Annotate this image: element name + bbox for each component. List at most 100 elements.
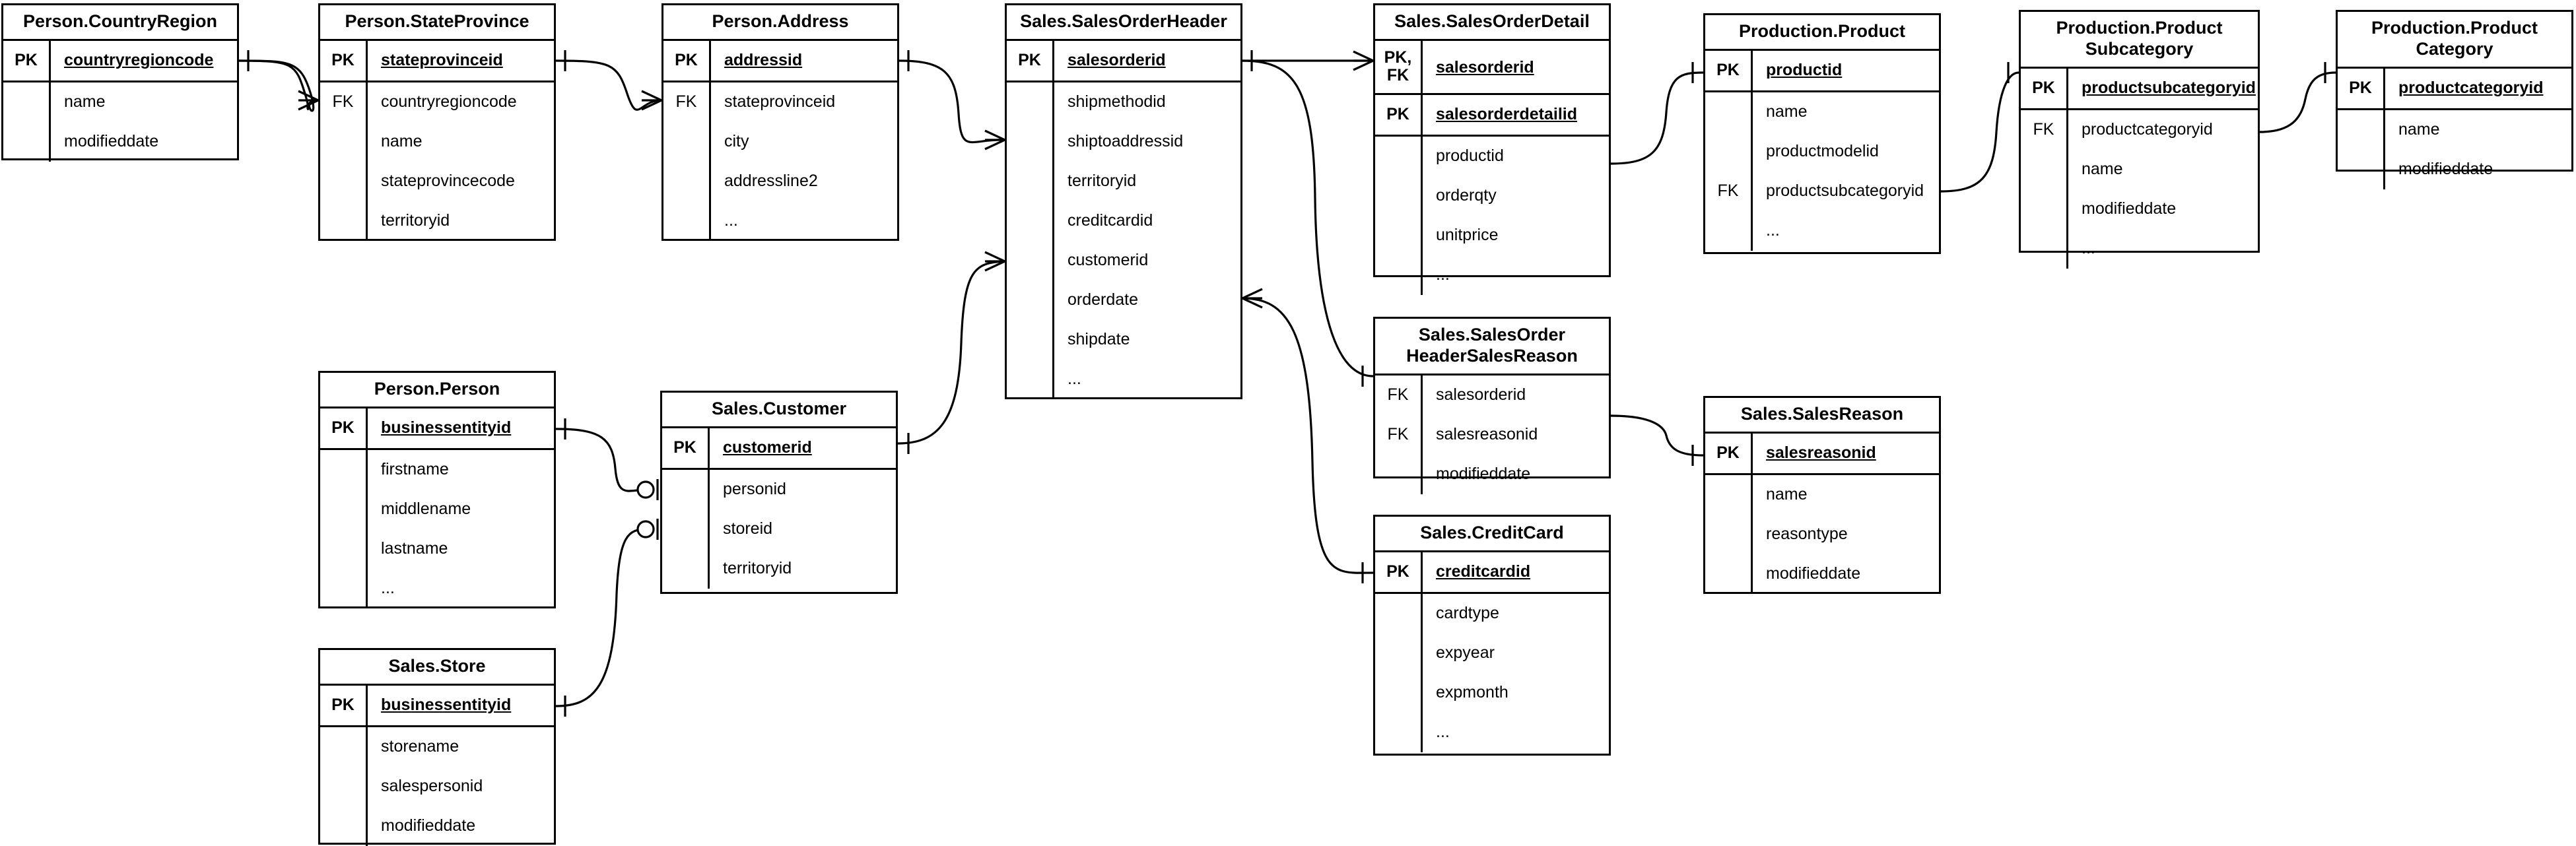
rel-countryregion-stateprovince (238, 50, 319, 112)
table-row[interactable]: orderqty (1375, 176, 1609, 216)
table-row[interactable]: middlename (320, 489, 554, 529)
key-badge (320, 568, 368, 608)
table-row[interactable]: FK stateprovinceid (663, 82, 897, 122)
table-row[interactable]: shipdate (1007, 319, 1240, 360)
table-row[interactable]: PK countryregioncode (3, 40, 237, 82)
table-row[interactable]: lastname (320, 529, 554, 569)
entity-person-person[interactable]: Person.Person PK businessentityid firstn… (318, 371, 556, 608)
table-row[interactable]: FK salesreasonid (1375, 414, 1609, 455)
entity-sales-salesorderdetail[interactable]: Sales.SalesOrderDetail PK, FK salesorder… (1373, 3, 1611, 295)
table-row[interactable]: FK productsubcategoryid (1705, 171, 1939, 211)
field-name: ... (1068, 370, 1081, 389)
table-row[interactable]: stateprovincecode (320, 161, 554, 201)
key-badge (2338, 110, 2385, 150)
field-name: expyear (1436, 643, 1495, 663)
entity-production-product[interactable]: Production.Product PK productid name pro… (1703, 13, 1941, 254)
entity-person-countryregion[interactable]: Person.CountryRegion PK countryregioncod… (1, 3, 239, 162)
entity-sales-salesorderheadersalesreason[interactable]: Sales.SalesOrder HeaderSalesReason FK sa… (1373, 317, 1611, 494)
table-row[interactable]: PK addressid (663, 40, 897, 82)
table-row[interactable]: ... (1375, 255, 1609, 295)
table-row[interactable]: name (1705, 474, 1939, 515)
table-row[interactable]: PK salesorderid (1007, 40, 1240, 82)
table-row[interactable]: city (663, 121, 897, 162)
table-row[interactable]: storename (320, 727, 554, 767)
entity-sales-creditcard[interactable]: Sales.CreditCard PK creditcardid cardtyp… (1373, 515, 1611, 756)
key-badge (1375, 255, 1423, 295)
table-row[interactable]: modifieddate (2021, 189, 2258, 229)
table-row[interactable]: PK salesorderdetailid (1375, 94, 1609, 137)
table-row[interactable]: reasontype (1705, 514, 1939, 554)
table-row[interactable]: modifieddate (3, 121, 237, 162)
table-row[interactable]: ... (1007, 359, 1240, 399)
table-row[interactable]: productid (1375, 136, 1609, 176)
entity-sales-store[interactable]: Sales.Store PK businessentityid storenam… (318, 648, 556, 846)
table-row[interactable]: ... (1375, 712, 1609, 752)
field-name: ... (724, 211, 738, 230)
table-row[interactable]: ... (320, 568, 554, 608)
entity-production-productcategory[interactable]: Production.Product Category PK productca… (2336, 10, 2573, 189)
table-row[interactable]: FK salesorderid (1375, 375, 1609, 415)
table-row[interactable]: PK creditcardid (1375, 552, 1609, 594)
table-row[interactable]: PK stateprovinceid (320, 40, 554, 82)
table-row[interactable]: salespersonid (320, 766, 554, 806)
table-row[interactable]: territoryid (1007, 161, 1240, 201)
field-name: businessentityid (381, 696, 512, 715)
entity-person-address[interactable]: Person.Address PK addressid FK stateprov… (661, 3, 899, 241)
table-row[interactable]: personid (662, 469, 896, 509)
table-row[interactable]: FK productcategoryid (2021, 110, 2258, 150)
table-row[interactable]: modifieddate (2338, 149, 2571, 189)
table-row[interactable]: expyear (1375, 633, 1609, 673)
table-row[interactable]: creditcardid (1007, 201, 1240, 241)
table-row[interactable]: PK productsubcategoryid (2021, 68, 2258, 110)
table-row[interactable]: modifieddate (1705, 554, 1939, 594)
table-row[interactable]: PK customerid (662, 428, 896, 470)
table-row[interactable]: ... (2021, 228, 2258, 269)
table-row[interactable]: modifieddate (320, 806, 554, 846)
entity-sales-customer[interactable]: Sales.Customer PK customerid personid st… (660, 391, 898, 594)
table-row[interactable]: PK productcategoryid (2338, 68, 2571, 110)
entity-title: Person.Person (320, 373, 554, 408)
table-row[interactable]: unitprice (1375, 215, 1609, 255)
field-name: businessentityid (381, 418, 512, 438)
entity-fields: PK, FK salesorderid PK salesorderdetaili… (1375, 40, 1609, 295)
table-row[interactable]: ... (663, 201, 897, 241)
key-badge (1375, 593, 1423, 634)
key-badge (1375, 176, 1423, 216)
table-row[interactable]: storeid (662, 509, 896, 549)
table-row[interactable]: name (1705, 92, 1939, 132)
entity-person-stateprovince[interactable]: Person.StateProvince PK stateprovinceid … (318, 3, 556, 241)
table-row[interactable]: PK businessentityid (320, 408, 554, 450)
table-row[interactable]: firstname (320, 449, 554, 490)
entity-fields: PK customerid personid storeid territory… (662, 428, 896, 589)
field-name: firstname (381, 460, 449, 479)
table-row[interactable]: modifieddate (1375, 454, 1609, 494)
table-row[interactable]: name (2338, 110, 2571, 150)
table-row[interactable]: orderdate (1007, 280, 1240, 320)
entity-title: Sales.SalesOrder HeaderSalesReason (1375, 319, 1609, 375)
table-row[interactable]: PK salesreasonid (1705, 433, 1939, 475)
key-badge (320, 121, 368, 162)
key-badge: PK (320, 408, 368, 448)
key-badge (320, 766, 368, 806)
table-row[interactable]: shipmethodid (1007, 82, 1240, 122)
table-row[interactable]: PK businessentityid (320, 685, 554, 727)
table-row[interactable]: PK, FK salesorderid (1375, 40, 1609, 95)
table-row[interactable]: FK countryregioncode (320, 82, 554, 122)
table-row[interactable]: territoryid (662, 548, 896, 589)
table-row[interactable]: cardtype (1375, 593, 1609, 634)
table-row[interactable]: PK productid (1705, 50, 1939, 92)
entity-sales-salesreason[interactable]: Sales.SalesReason PK salesreasonid name … (1703, 396, 1941, 594)
entity-production-productsubcategory[interactable]: Production.Product Subcategory PK produc… (2019, 10, 2260, 269)
table-row[interactable]: ... (1705, 211, 1939, 251)
table-row[interactable]: name (320, 121, 554, 162)
table-row[interactable]: shiptoaddressid (1007, 121, 1240, 162)
entity-sales-salesorderheader[interactable]: Sales.SalesOrderHeader PK salesorderid s… (1005, 3, 1242, 399)
table-row[interactable]: addressline2 (663, 161, 897, 201)
table-row[interactable]: expmonth (1375, 672, 1609, 713)
table-row[interactable]: productmodelid (1705, 131, 1939, 172)
table-row[interactable]: name (3, 82, 237, 122)
table-row[interactable]: customerid (1007, 240, 1240, 280)
table-row[interactable]: name (2021, 149, 2258, 189)
table-row[interactable]: territoryid (320, 201, 554, 241)
field-name: creditcardid (1068, 211, 1153, 230)
